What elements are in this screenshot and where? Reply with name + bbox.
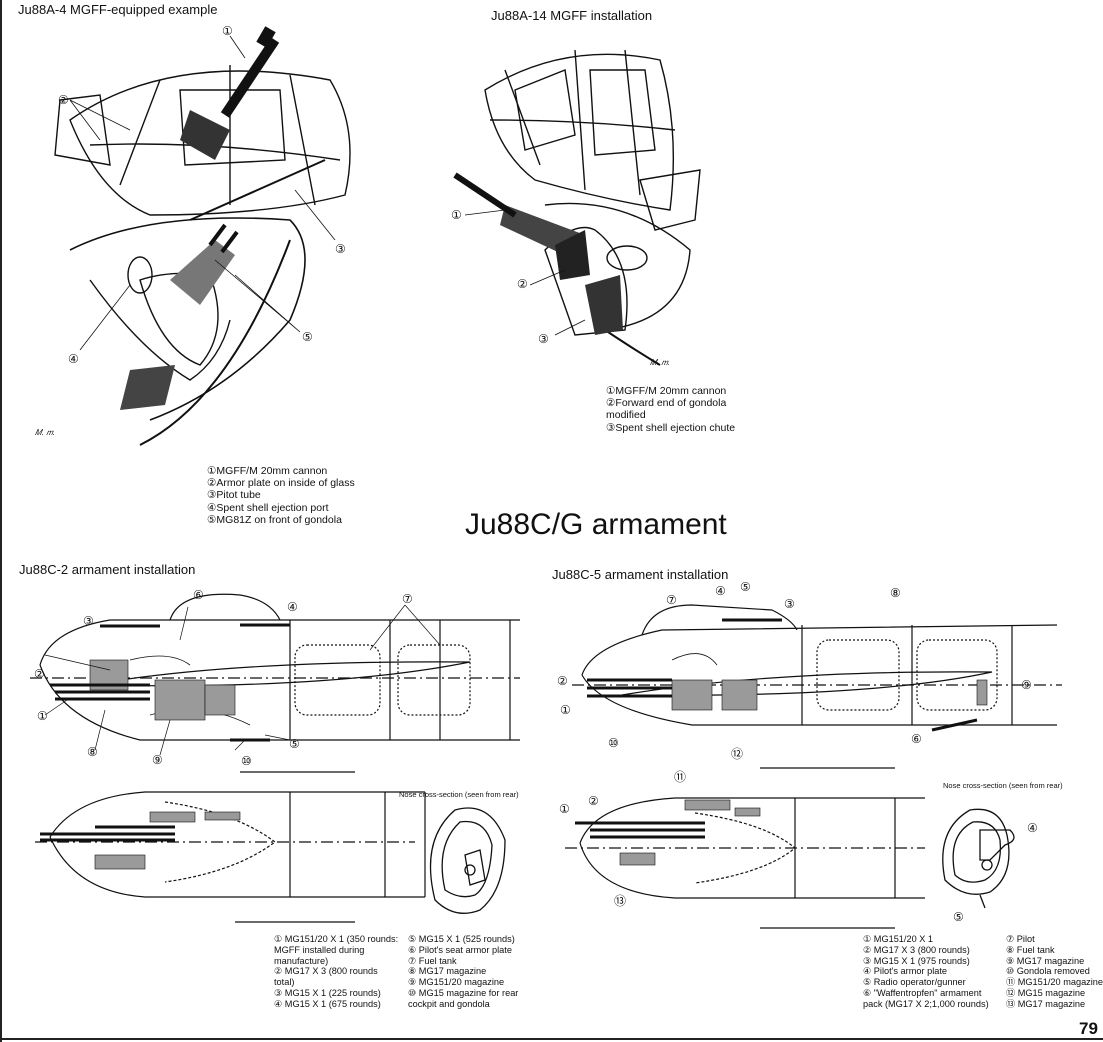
legend-item: ② MG17 X 3 (800 rounds) [863,944,970,955]
c2-legend-col1: ① MG151/20 X 1 (350 rounds: MGFF install… [274,934,398,1010]
legend-item: ⑨ MG151/20 magazine [408,977,505,988]
page-number: 79 [1079,1019,1098,1038]
legend-item: ⑫ MG15 magazine [1006,987,1086,998]
ju88c5-top-view [565,767,925,929]
legend-item: ⑥ "Waffentropfen" armament [863,987,982,998]
ju88a14-drawing: 𝑀. 𝑚. [453,49,701,367]
c2-callout-9: ⑨ [152,753,163,767]
legend-item: ③Spent shell ejection chute [606,421,736,434]
legend-item: ⑤ Radio operator/gunner [863,977,966,988]
c5-callout-8: ⑧ [890,586,901,600]
c5-nose-section-label: Nose cross-section (seen from rear) [943,781,1063,790]
page-border-left [0,0,2,1042]
c5-callout-4: ④ [715,584,726,598]
ju88c5-nose-cross-section [942,808,1015,909]
c5-legend-col2: ⑦ Pilot ⑧ Fuel tank ⑨ MG17 magazine ⑩ Go… [1006,934,1103,1010]
ju88c2-nose-cross-section [429,807,506,914]
c5-callout-2: ② [557,674,568,688]
c2-callout-2: ② [34,667,45,681]
legend-item: manufacture) [274,955,329,966]
legend-item: ⑧ MG17 magazine [408,966,487,977]
ju88a4-legend: ①MGFF/M 20mm cannon ②Armor plate on insi… [207,465,355,526]
legend-item: ③ MG15 X 1 (225 rounds) [274,987,381,998]
legend-item: ⑨ MG17 magazine [1006,955,1085,966]
c5-callout-9: ⑨ [1021,678,1032,692]
legend-item: modified [606,409,646,422]
c2-callout-4: ④ [287,600,298,614]
ju88a4-drawing: 𝑀. 𝑚. [35,26,351,446]
c5-callout-1b: ① [559,802,570,816]
c2-callout-10: ⑩ [241,754,252,768]
c2-callout-1: ① [37,709,48,723]
c2-nose-section-label: Nose cross-section (seen from rear) [399,790,519,799]
legend-item: ③ MG15 X 1 (975 rounds) [863,955,970,966]
legend-item: MGFF installed during [274,944,365,955]
c2-callout-8: ⑧ [87,745,98,759]
c5-callout-2b: ② [588,794,599,808]
ju88c2-title: Ju88C-2 armament installation [19,562,196,577]
legend-item: ⑦ Fuel tank [408,955,457,966]
c5-callout-4b: ④ [1027,821,1038,835]
legend-item: ⑬ MG17 magazine [1006,998,1086,1009]
c5-callout-1: ① [560,703,571,717]
ju88a4-callout-2: ② [58,93,69,107]
ju88a4-callout-5: ⑤ [302,330,313,344]
c5-callout-12: ⑫ [731,747,744,761]
legend-item: ①MGFF/M 20mm cannon [606,385,727,397]
legend-item: ④ MG15 X 1 (675 rounds) [274,998,381,1009]
legend-item: ② MG17 X 3 (800 rounds [274,966,378,977]
c2-callout-3: ③ [83,614,94,628]
ju88c2-side-view [30,593,520,756]
legend-item: ⑪ MG151/20 magazine [1006,977,1103,988]
legend-item: ①MGFF/M 20mm cannon [207,465,328,477]
legend-item: ④ Pilot's armor plate [863,966,948,977]
c2-callout-6: ⑥ [193,588,204,602]
legend-item: ②Forward end of gondola [606,397,727,410]
ju88a4-callout-1: ① [222,24,233,38]
svg-text:𝑀. 𝑚.: 𝑀. 𝑚. [650,358,670,367]
legend-item: ⑤MG81Z on front of gondola [207,513,342,526]
c5-callout-7: ⑦ [666,593,677,607]
c5-callout-11: ⑪ [674,770,687,784]
c2-callout-7: ⑦ [402,592,413,606]
legend-item: ① MG151/20 X 1 [863,934,934,944]
c2-legend-col2: ⑤ MG15 X 1 (525 rounds) ⑥ Pilot's seat a… [408,934,518,1010]
c5-callout-5b: ⑤ [953,910,964,924]
legend-item: ③Pitot tube [207,489,261,502]
ju88c2-top-view [35,771,426,923]
ju88c5-title: Ju88C-5 armament installation [552,567,729,582]
legend-item: ⑩ MG15 magazine for rear [408,987,519,998]
section-title: Ju88C/G armament [465,508,727,541]
ju88a4-callout-3: ③ [335,242,346,256]
c5-legend-col1: ① MG151/20 X 1 ② MG17 X 3 (800 rounds) ③… [863,934,989,1010]
ju88c5-side-view [572,604,1062,732]
legend-item: ⑦ Pilot [1006,934,1035,944]
c5-callout-5: ⑤ [740,580,751,594]
ju88a14-callout-3: ③ [538,332,549,346]
legend-item: ②Armor plate on inside of glass [207,477,355,490]
legend-item: cockpit and gondola [408,998,490,1009]
c5-callout-3: ③ [784,597,795,611]
legend-item: ⑤ MG15 X 1 (525 rounds) [408,934,515,944]
legend-item: total) [274,977,295,988]
c5-callout-10: ⑩ [608,736,619,750]
c5-callout-6: ⑥ [911,732,922,746]
ju88a14-callout-1: ① [451,208,462,222]
ju88a4-callout-4: ④ [68,352,79,366]
legend-item: ⑧ Fuel tank [1006,944,1055,955]
legend-item: ① MG151/20 X 1 (350 rounds: [274,934,399,944]
legend-item: pack (MG17 X 2;1,000 rounds) [863,998,989,1009]
ju88a14-legend: ①MGFF/M 20mm cannon ②Forward end of gond… [606,385,735,434]
legend-item: ④Spent shell ejection port [207,501,329,514]
legend-item: ⑥ Pilot's seat armor plate [408,944,512,955]
page-border-bottom [0,1038,1103,1040]
ju88a14-title: Ju88A-14 MGFF installation [491,8,653,23]
ju88a14-callout-2: ② [517,277,528,291]
legend-item: ⑩ Gondola removed [1006,966,1090,977]
svg-text:𝑀. 𝑚.: 𝑀. 𝑚. [35,428,55,437]
ju88a4-title: Ju88A-4 MGFF-equipped example [18,2,218,17]
c2-callout-5: ⑤ [289,737,300,751]
c5-callout-13: ⑬ [614,894,627,908]
